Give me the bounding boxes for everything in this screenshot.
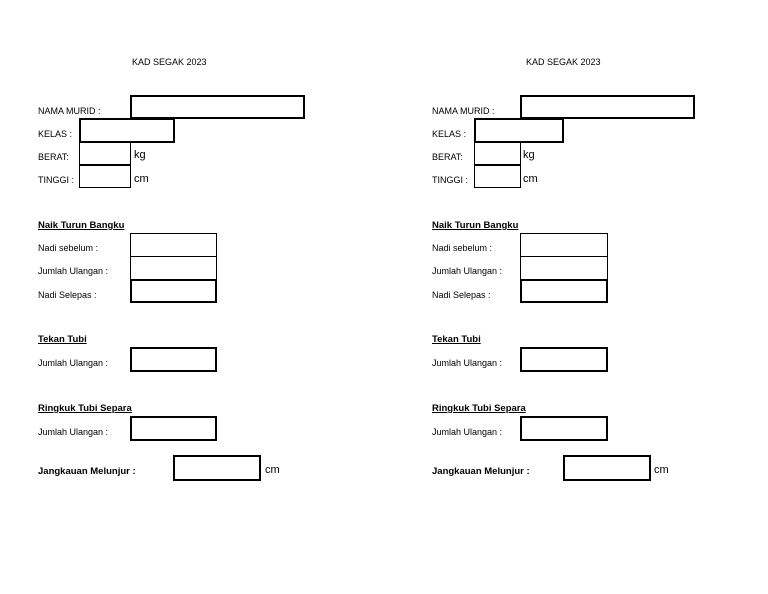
ringkuk-ulangan-field[interactable] bbox=[130, 416, 217, 441]
segak-card-right: KAD SEGAK 2023 NAMA MURID : KELAS : BERA… bbox=[394, 0, 768, 594]
tinggi-field[interactable] bbox=[474, 165, 521, 188]
jangkauan-unit: cm bbox=[265, 464, 280, 476]
tinggi-unit: cm bbox=[134, 173, 149, 185]
kelas-field[interactable] bbox=[474, 118, 564, 143]
tinggi-label: TINGGI : bbox=[38, 175, 74, 185]
naik-turun-bangku-heading: Naik Turun Bangku bbox=[432, 220, 519, 231]
nadi-selepas-label: Nadi Selepas : bbox=[38, 290, 97, 300]
nama-murid-field[interactable] bbox=[520, 95, 695, 119]
tekan-tubi-heading: Tekan Tubi bbox=[432, 334, 481, 345]
nama-murid-label: NAMA MURID : bbox=[432, 106, 495, 116]
berat-label: BERAT: bbox=[432, 152, 463, 162]
kelas-label: KELAS : bbox=[432, 129, 467, 139]
berat-field[interactable] bbox=[474, 142, 521, 165]
nama-murid-field[interactable] bbox=[130, 95, 305, 119]
berat-label: BERAT: bbox=[38, 152, 69, 162]
berat-field[interactable] bbox=[79, 142, 131, 165]
card-title: KAD SEGAK 2023 bbox=[132, 57, 207, 67]
jangkauan-melunjur-field[interactable] bbox=[563, 455, 651, 481]
jangkauan-melunjur-label: Jangkauan Melunjur : bbox=[432, 466, 530, 477]
berat-unit: kg bbox=[523, 149, 535, 161]
nadi-selepas-field[interactable] bbox=[520, 279, 608, 303]
nadi-sebelum-field[interactable] bbox=[520, 233, 608, 257]
tekan-tubi-heading: Tekan Tubi bbox=[38, 334, 87, 345]
ringkuk-tubi-separa-heading: Ringkuk Tubi Separa bbox=[432, 403, 526, 414]
tekan-tubi-ulangan-label: Jumlah Ulangan : bbox=[38, 358, 109, 368]
jumlah-ulangan-field[interactable] bbox=[520, 256, 608, 280]
tinggi-label: TINGGI : bbox=[432, 175, 468, 185]
nama-murid-label: NAMA MURID : bbox=[38, 106, 101, 116]
tinggi-field[interactable] bbox=[79, 165, 131, 188]
jumlah-ulangan-label: Jumlah Ulangan : bbox=[38, 266, 109, 276]
segak-card-left: KAD SEGAK 2023 NAMA MURID : KELAS : BERA… bbox=[38, 57, 305, 481]
tekan-tubi-ulangan-field[interactable] bbox=[520, 347, 608, 372]
tekan-tubi-ulangan-field[interactable] bbox=[130, 347, 217, 372]
nadi-sebelum-label: Nadi sebelum : bbox=[432, 243, 493, 253]
ringkuk-tubi-separa-heading: Ringkuk Tubi Separa bbox=[38, 403, 132, 414]
nadi-selepas-label: Nadi Selepas : bbox=[432, 290, 491, 300]
card-title: KAD SEGAK 2023 bbox=[526, 57, 601, 67]
jumlah-ulangan-field[interactable] bbox=[130, 256, 217, 280]
kelas-label: KELAS : bbox=[38, 129, 73, 139]
ringkuk-ulangan-label: Jumlah Ulangan : bbox=[432, 427, 503, 437]
tekan-tubi-ulangan-label: Jumlah Ulangan : bbox=[432, 358, 503, 368]
nadi-selepas-field[interactable] bbox=[130, 279, 217, 303]
tinggi-unit: cm bbox=[523, 173, 538, 185]
ringkuk-ulangan-label: Jumlah Ulangan : bbox=[38, 427, 109, 437]
jumlah-ulangan-label: Jumlah Ulangan : bbox=[432, 266, 503, 276]
berat-unit: kg bbox=[134, 149, 146, 161]
kelas-field[interactable] bbox=[79, 118, 175, 143]
naik-turun-bangku-heading: Naik Turun Bangku bbox=[38, 220, 125, 231]
jangkauan-unit: cm bbox=[654, 464, 669, 476]
nadi-sebelum-field[interactable] bbox=[130, 233, 217, 257]
nadi-sebelum-label: Nadi sebelum : bbox=[38, 243, 99, 253]
jangkauan-melunjur-label: Jangkauan Melunjur : bbox=[38, 466, 136, 477]
jangkauan-melunjur-field[interactable] bbox=[173, 455, 261, 481]
ringkuk-ulangan-field[interactable] bbox=[520, 416, 608, 441]
